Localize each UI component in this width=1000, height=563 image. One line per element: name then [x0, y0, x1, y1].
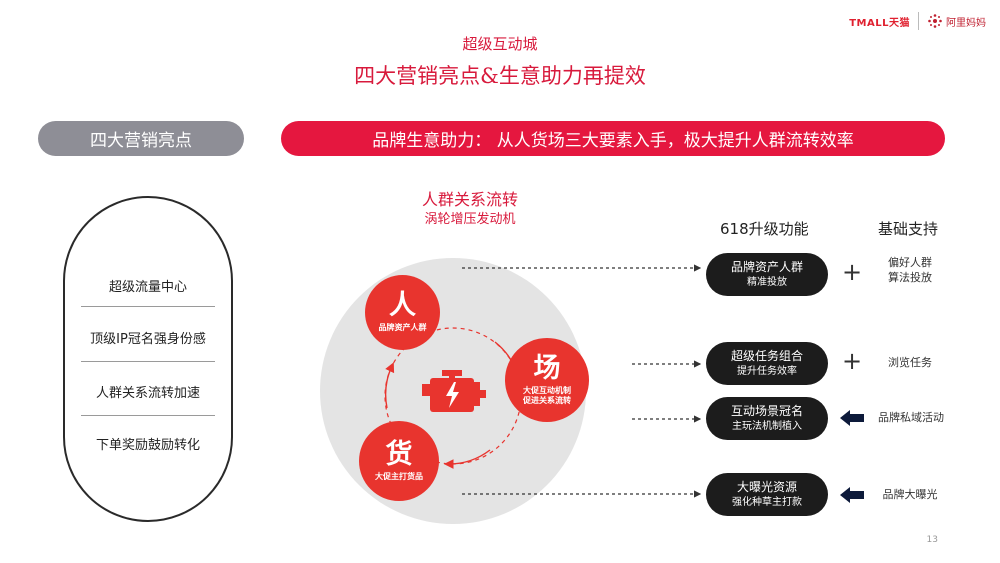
feature-pill-exposure: 大曝光资源 强化种草主打款 — [706, 473, 828, 516]
highlights-header-pill: 四大营销亮点 — [38, 121, 244, 156]
brand-assist-header-pill: 品牌生意助力： 从人货场三大要素入手，极大提升人群流转效率 — [281, 121, 945, 156]
support-line1: 偏好人群 — [888, 256, 932, 269]
feature-subtitle: 强化种草主打款 — [732, 496, 802, 508]
highlight-item: 下单奖励鼓励转化 — [95, 438, 200, 453]
node-goods-glyph: 货 — [385, 438, 413, 470]
feature-subtitle: 提升任务效率 — [737, 365, 797, 377]
page-number: 13 — [926, 535, 938, 545]
column-upgrade-header: 618升级功能 — [720, 220, 809, 238]
highlight-item: 顶级IP冠名强身份感 — [90, 332, 206, 347]
highlights-capsule: 超级流量中心 顶级IP冠名强身份感 人群关系流转加速 下单奖励鼓励转化 — [63, 196, 233, 522]
feature-pill-scene-naming: 互动场景冠名 主玩法机制植入 — [706, 397, 828, 440]
page-title: 四大营销亮点&生意助力再提效 — [354, 64, 646, 88]
node-scene-caption: 大促互动机制 促进关系流转 — [523, 386, 571, 406]
engine-icon — [422, 370, 486, 412]
support-text: 浏览任务 — [888, 356, 932, 369]
feature-subtitle: 主玩法机制植入 — [732, 420, 802, 432]
node-people-caption: 品牌资产人群 — [378, 323, 427, 332]
node-goods-caption: 大促主打货品 — [375, 471, 423, 481]
node-goods: 货 大促主打货品 — [359, 421, 439, 501]
feature-title: 品牌资产人群 — [730, 260, 803, 275]
node-scene: 场 大促互动机制 促进关系流转 — [505, 338, 589, 422]
feature-subtitle: 精准投放 — [747, 276, 787, 288]
logo-divider — [918, 12, 919, 30]
node-people: 人 品牌资产人群 — [365, 275, 440, 350]
highlight-divider — [81, 415, 215, 416]
column-support-header: 基础支持 — [878, 220, 939, 238]
center-subtitle: 涡轮增压发动机 — [424, 212, 516, 227]
highlight-divider — [81, 306, 215, 307]
support-line2: 算法投放 — [888, 270, 932, 284]
kicker-title: 超级互动城 — [462, 35, 538, 53]
alimama-logo-text: 阿里妈妈 — [946, 17, 986, 29]
node-people-glyph: 人 — [389, 290, 416, 321]
feature-title: 互动场景冠名 — [730, 404, 803, 419]
feature-title: 大曝光资源 — [736, 480, 797, 495]
arrow-left-icon — [840, 410, 864, 426]
highlight-divider — [81, 361, 215, 362]
support-text: 品牌私域活动 — [878, 411, 944, 424]
plus-icon: + — [842, 347, 863, 375]
highlight-item: 超级流量中心 — [108, 280, 187, 295]
support-text: 偏好人群 算法投放 — [870, 256, 950, 286]
feature-pill-task-combo: 超级任务组合 提升任务效率 — [706, 342, 828, 385]
node-scene-caption-line1: 大促互动机制 — [523, 385, 571, 395]
tmall-logo: TMALL天猫 — [849, 17, 910, 29]
feature-title: 超级任务组合 — [730, 349, 803, 364]
center-title: 人群关系流转 — [421, 190, 518, 209]
feature-pill-brand-audience: 品牌资产人群 精准投放 — [706, 253, 828, 296]
node-scene-caption-line2: 促进关系流转 — [523, 395, 571, 405]
node-scene-glyph: 场 — [533, 352, 561, 384]
alimama-logo: 阿里妈妈 — [927, 13, 986, 29]
alimama-mark-icon — [928, 14, 942, 28]
highlight-item: 人群关系流转加速 — [95, 386, 200, 401]
support-text: 品牌大曝光 — [882, 488, 938, 501]
arrow-left-icon — [840, 487, 864, 503]
plus-icon: + — [842, 258, 863, 286]
logo-row: TMALL天猫 阿里妈妈 — [849, 12, 986, 30]
